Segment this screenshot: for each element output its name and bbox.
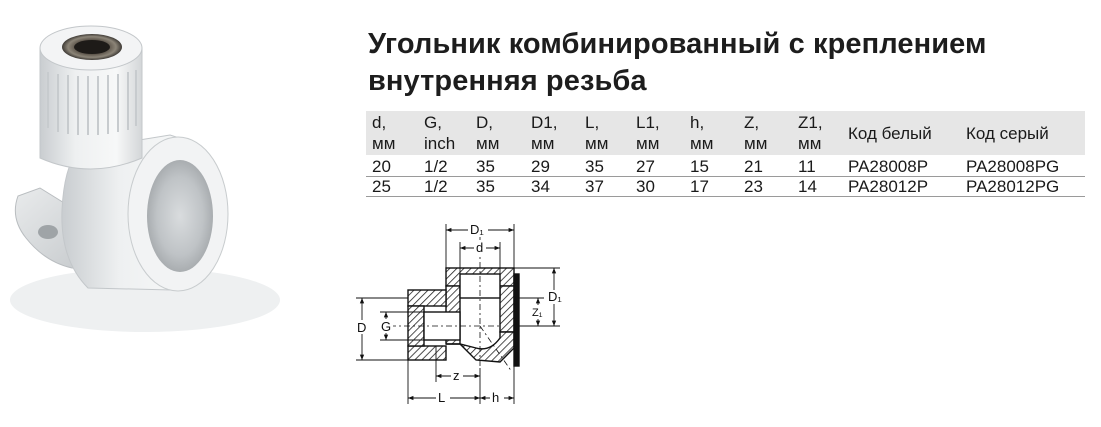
header-h: h,мм xyxy=(684,111,738,155)
ribbed-grip xyxy=(47,70,137,135)
label-G: G xyxy=(381,319,391,334)
cell-l: 35 xyxy=(579,155,630,177)
boss-body xyxy=(39,47,143,170)
header-l1: L1,мм xyxy=(630,111,684,155)
cell-code-white: PA28012P xyxy=(842,176,960,197)
header-D: D,мм xyxy=(470,111,525,155)
cell-g: 1/2 xyxy=(418,155,470,177)
fitting-section xyxy=(407,267,520,367)
title-line-1: Угольник комбинированный с креплением xyxy=(368,28,987,60)
dimension-labels: D₁ d D G Z₁ D₁ z L h xyxy=(355,222,564,405)
label-D1-side: D₁ xyxy=(548,289,562,304)
label-d: d xyxy=(476,240,483,255)
header-d1: D1,мм xyxy=(525,111,579,155)
cell-d1: 29 xyxy=(525,155,579,177)
page-title: Угольник комбинированный с креплением вн… xyxy=(368,26,987,100)
cell-h: 15 xyxy=(684,155,738,177)
cell-code-white: PA28008P xyxy=(842,155,960,177)
table-row: 25 1/2 35 34 37 30 17 23 14 PA28012P PA2… xyxy=(366,176,1085,197)
product-photo xyxy=(10,25,280,332)
cell-code-grey: PA28008PG xyxy=(960,155,1085,177)
label-Z1: Z₁ xyxy=(532,307,543,319)
cell-d1: 34 xyxy=(525,176,579,197)
mounting-hole xyxy=(38,225,58,239)
cell-code-grey: PA28012PG xyxy=(960,176,1085,197)
cell-l: 37 xyxy=(579,176,630,197)
header-g: G,inch xyxy=(418,111,470,155)
cell-z1: 14 xyxy=(792,176,842,197)
label-h: h xyxy=(492,390,499,405)
insert-bore xyxy=(74,40,110,54)
technical-drawing: D₁ d D G Z₁ D₁ z L h xyxy=(355,222,564,405)
header-code-grey: Код серый xyxy=(960,111,1085,155)
cell-h: 17 xyxy=(684,176,738,197)
cell-g: 1/2 xyxy=(418,176,470,197)
header-code-white: Код белый xyxy=(842,111,960,155)
header-z1: Z1,мм xyxy=(792,111,842,155)
cell-z1: 11 xyxy=(792,155,842,177)
cell-l1: 30 xyxy=(630,176,684,197)
label-z: z xyxy=(453,368,460,383)
cell-z: 23 xyxy=(738,176,792,197)
header-l: L,мм xyxy=(579,111,630,155)
socket-opening xyxy=(147,160,213,272)
cell-d: 25 xyxy=(366,176,418,197)
cell-d: 20 xyxy=(366,155,418,177)
label-L: L xyxy=(438,390,445,405)
cell-z: 21 xyxy=(738,155,792,177)
label-D: D xyxy=(357,320,366,335)
spec-table: d,мм G,inch D,мм D1,мм L,мм L1,мм h,мм Z… xyxy=(366,111,1085,197)
title-line-2: внутренняя резьба xyxy=(368,65,647,97)
shadow xyxy=(10,268,280,332)
cell-l1: 27 xyxy=(630,155,684,177)
header-z: Z,мм xyxy=(738,111,792,155)
header-d: d,мм xyxy=(366,111,418,155)
centerlines xyxy=(390,234,513,373)
label-D1-top: D₁ xyxy=(470,222,484,237)
cell-D: 35 xyxy=(470,176,525,197)
cell-D: 35 xyxy=(470,155,525,177)
table-row: 20 1/2 35 29 35 27 15 21 11 PA28008P PA2… xyxy=(366,155,1085,177)
dimension-lines xyxy=(356,224,560,404)
table-header-row: d,мм G,inch D,мм D1,мм L,мм L1,мм h,мм Z… xyxy=(366,111,1085,155)
